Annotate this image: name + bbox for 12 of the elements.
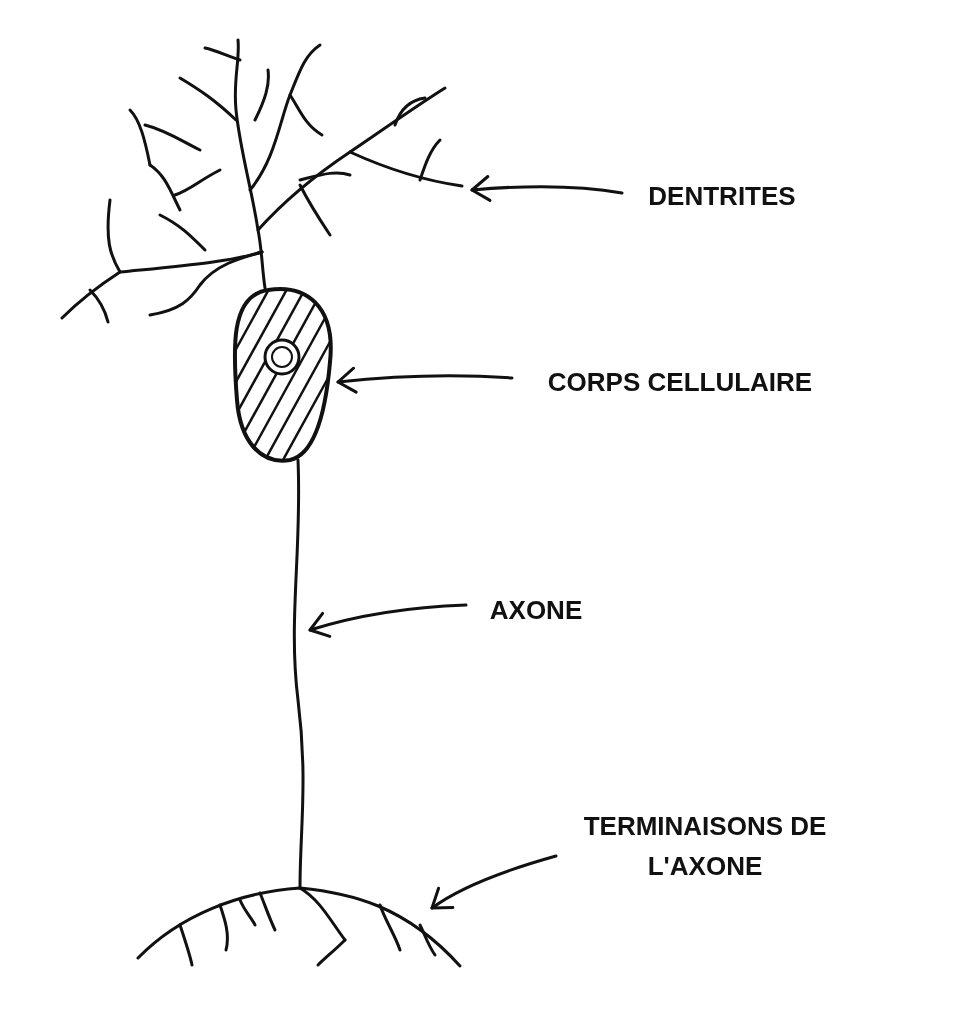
dendrites-drawing bbox=[60, 38, 464, 324]
arrow bbox=[308, 603, 468, 639]
arrow bbox=[470, 175, 624, 203]
part-label: DENTRITES bbox=[648, 180, 796, 213]
axon-terminals-drawing bbox=[136, 886, 462, 968]
arrow bbox=[336, 366, 514, 394]
axon-drawing bbox=[292, 458, 305, 890]
cell-body-drawing bbox=[232, 287, 333, 463]
arrow bbox=[430, 854, 558, 910]
part-label: TERMINAISONS DE L'AXONE bbox=[582, 810, 828, 883]
part-label: CORPS CELLULAIRE bbox=[547, 366, 813, 399]
part-label: AXONE bbox=[489, 594, 583, 627]
